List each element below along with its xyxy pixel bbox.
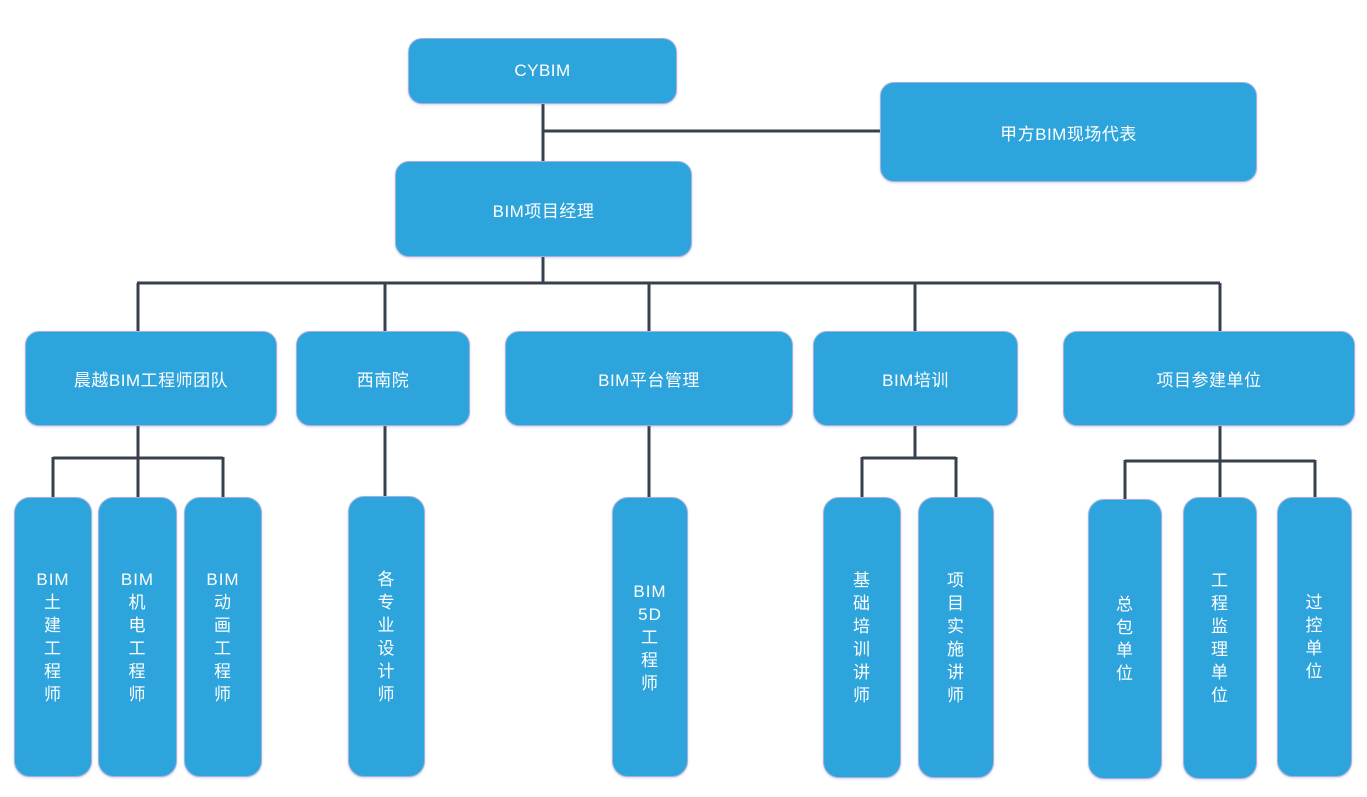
- node-bim-5d-engineer: BIM 5D 工 程 师: [612, 497, 688, 777]
- node-bim-animation-engineer: BIM 动 画 工 程 师: [184, 497, 262, 777]
- node-basic-training-lecturer: 基 础 培 训 讲 师: [823, 497, 901, 778]
- node-cybim: CYBIM: [408, 38, 677, 104]
- node-discipline-designers: 各 专 业 设 计 师: [348, 496, 425, 777]
- node-engineering-supervision-unit: 工 程 监 理 单 位: [1183, 497, 1257, 779]
- node-bim-platform-management: BIM平台管理: [505, 331, 793, 426]
- node-client-bim-site-rep: 甲方BIM现场代表: [880, 82, 1257, 182]
- node-bim-mep-engineer: BIM 机 电 工 程 师: [98, 497, 177, 777]
- node-bim-training: BIM培训: [813, 331, 1018, 426]
- node-bim-civil-engineer: BIM 土 建 工 程 师: [14, 497, 92, 777]
- node-project-participating-units: 项目参建单位: [1063, 331, 1355, 426]
- node-chenyue-bim-engineer-team: 晨越BIM工程师团队: [25, 331, 277, 426]
- node-process-control-unit: 过 控 单 位: [1277, 497, 1352, 777]
- node-project-implementation-lecturer: 项 目 实 施 讲 师: [918, 497, 994, 778]
- node-bim-project-manager: BIM项目经理: [395, 161, 692, 257]
- node-southwest-institute: 西南院: [296, 331, 470, 426]
- node-general-contractor-unit: 总 包 单 位: [1088, 499, 1162, 779]
